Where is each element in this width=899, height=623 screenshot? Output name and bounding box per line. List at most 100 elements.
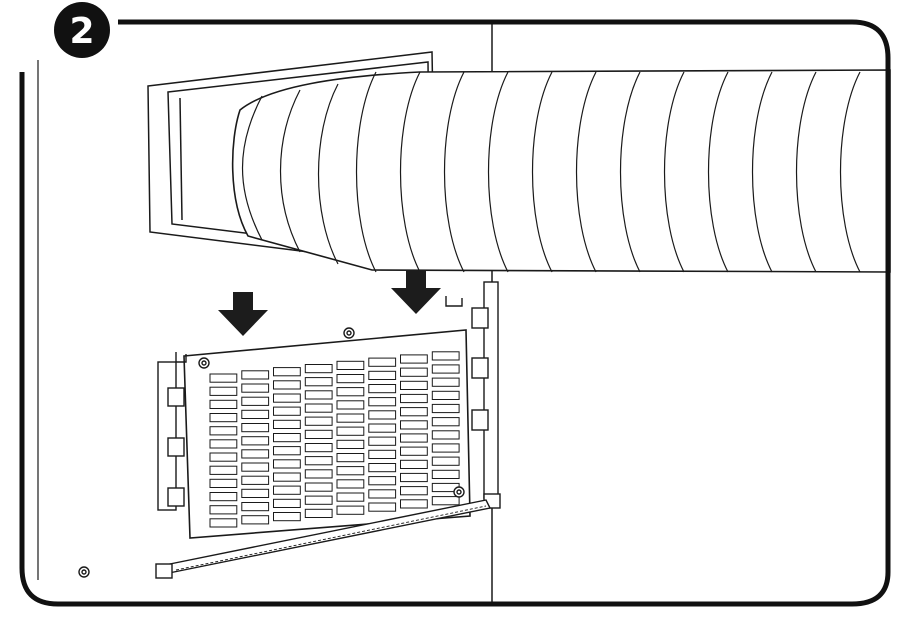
hose-rib: [707, 71, 729, 273]
grille-slot: [209, 505, 238, 515]
grille-slot: [241, 370, 270, 380]
hose-rib: [575, 71, 597, 273]
grille-slot: [209, 399, 238, 409]
grille-slot: [273, 446, 301, 456]
hose-rib: [839, 71, 861, 273]
step-badge: 2: [54, 2, 110, 58]
grille-slot: [431, 456, 460, 466]
down-arrow: [391, 270, 441, 314]
grille-slot: [336, 374, 365, 384]
grille-slot: [431, 390, 460, 400]
hose-rib: [399, 71, 421, 273]
grille-slot: [209, 492, 238, 502]
grille-slot: [400, 459, 428, 469]
grille-slot: [273, 498, 301, 508]
hose-rib: [487, 71, 509, 273]
lower-rail: [155, 499, 492, 579]
grille-slot: [304, 429, 333, 439]
grille-slot: [431, 364, 460, 374]
grille-slot: [241, 449, 270, 459]
grille-slot: [209, 413, 238, 423]
grille-slot: [368, 384, 397, 394]
hose-rib: [242, 95, 263, 241]
grille-slot: [368, 502, 397, 512]
grille-slot: [400, 499, 428, 509]
grille-slot: [368, 410, 397, 420]
grille-slot: [368, 449, 397, 459]
grille-slot: [400, 446, 428, 456]
grille-slot: [304, 364, 333, 374]
grille-slot: [400, 354, 428, 364]
grille-slot: [304, 390, 333, 400]
grille-slot: [273, 393, 301, 403]
grille-slot: [273, 367, 301, 377]
grille-slot: [273, 472, 301, 482]
screw: [453, 486, 465, 498]
hose-rib: [279, 89, 301, 253]
screws: [78, 327, 465, 578]
screw: [343, 327, 355, 339]
grille-slot: [209, 373, 238, 383]
grille-slot: [241, 502, 270, 512]
grille-slot: [304, 469, 333, 479]
grille-slot: [336, 479, 365, 489]
grille-slot: [241, 462, 270, 472]
grille-slot: [431, 430, 460, 440]
grille-slot: [273, 433, 301, 443]
grille-slot: [241, 488, 270, 498]
frame-border: [19, 19, 891, 607]
grille-slot: [241, 409, 270, 419]
grille-slot: [241, 475, 270, 485]
grille-slot: [400, 486, 428, 496]
grille-slot: [368, 463, 397, 473]
grille-slot: [368, 476, 397, 486]
grille-slot: [241, 436, 270, 446]
hose-rib: [663, 71, 685, 273]
grille-slot: [400, 433, 428, 443]
hose-rib: [355, 71, 377, 273]
grille-slot: [336, 400, 365, 410]
grille-slot: [273, 406, 301, 416]
grille-slot: [336, 492, 365, 502]
grille-slot: [304, 377, 333, 387]
down-arrow: [218, 292, 268, 336]
grille-slot: [273, 380, 301, 390]
grille-slot: [209, 439, 238, 449]
hose-rib: [443, 71, 465, 273]
grille-slot: [273, 512, 301, 522]
grille-slot: [431, 417, 460, 427]
grille-slot: [304, 508, 333, 518]
grille-slot: [304, 416, 333, 426]
grille-slot: [431, 496, 460, 506]
grille-slot: [304, 443, 333, 453]
grille-slot: [304, 403, 333, 413]
grille-slot: [241, 383, 270, 393]
grille-slot: [241, 396, 270, 406]
grille-slot: [400, 407, 428, 417]
window-kit-panel: [183, 329, 471, 539]
grille-slot: [209, 452, 238, 462]
grille: [209, 351, 460, 528]
hose-rib: [317, 83, 339, 265]
grille-slot: [209, 478, 238, 488]
screw: [78, 566, 90, 578]
side-bracket-left: [157, 352, 187, 511]
hose-rib: [619, 71, 641, 273]
grille-slot: [400, 393, 428, 404]
grille-slot: [400, 420, 428, 430]
hose-rib: [531, 71, 553, 273]
grille-slot: [400, 472, 428, 483]
grille-slot: [431, 377, 460, 387]
grille-slot: [336, 453, 365, 463]
grille-slot: [431, 403, 460, 414]
grille-slot: [336, 505, 365, 515]
grille-slot: [304, 482, 333, 492]
exhaust-hose: [231, 69, 891, 273]
grille-slot: [368, 489, 397, 499]
grille-slot: [273, 419, 301, 429]
step-number: 2: [69, 11, 94, 52]
grille-slot: [368, 436, 397, 446]
hose-rib: [751, 71, 773, 273]
